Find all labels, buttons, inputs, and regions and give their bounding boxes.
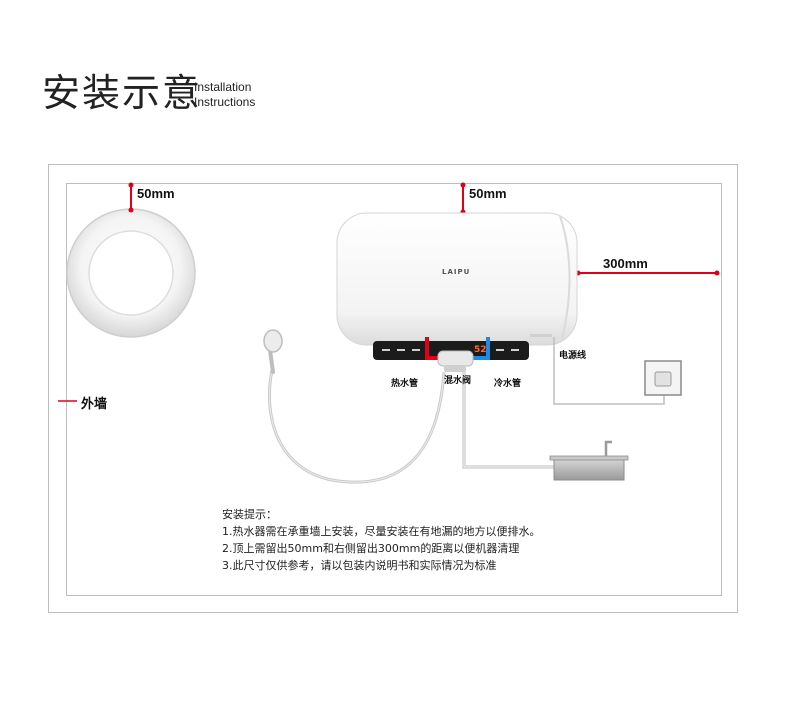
page-title: 安装示意 <box>42 71 203 115</box>
wall-socket <box>644 360 682 396</box>
mirror-clearance-marker <box>128 182 134 213</box>
shower-hose <box>263 329 446 484</box>
page-subtitle: Installation Instructions <box>194 80 255 110</box>
outer-wall-label: 外墙 <box>81 396 108 411</box>
subtitle-line-1: Installation <box>194 80 252 94</box>
diagram-inner-frame <box>66 183 722 596</box>
hot-pipe-label: 热水管 <box>391 379 419 389</box>
cold-pipe-label: 冷水管 <box>494 379 522 389</box>
sink-pipe <box>462 372 555 469</box>
note-item-1: 1.热水器需在承重墙上安装，尽量安装在有地漏的地方以便排水。 <box>222 525 541 538</box>
heater-top-clearance-marker <box>460 182 466 215</box>
round-mirror <box>66 208 196 338</box>
power-cord <box>553 337 665 405</box>
sink <box>549 440 629 481</box>
power-cord-label: 电源线 <box>559 351 587 361</box>
diagram-outer-frame <box>48 164 738 613</box>
note-item-2: 2.顶上需留出50mm和右侧留出300mm的距离以便机器清理 <box>222 542 520 555</box>
note-item-3: 3.此尺寸仅供参考，请以包装内说明书和实际情况为标准 <box>222 559 497 572</box>
installation-notes: 安装提示： 1.热水器需在承重墙上安装，尽量安装在有地漏的地方以便排水。 2.顶… <box>222 506 541 574</box>
mirror-clearance-label: 50mm <box>137 186 175 201</box>
notes-heading: 安装提示： <box>222 508 277 521</box>
water-heater <box>336 212 578 346</box>
heater-right-clearance-marker <box>575 270 720 276</box>
heater-top-clearance-label: 50mm <box>469 186 507 201</box>
heater-pipes <box>425 337 490 372</box>
heater-right-clearance-label: 300mm <box>603 256 648 271</box>
mixing-valve-label: 混水阀 <box>444 376 472 386</box>
brand-logo: LAIPU <box>442 268 471 276</box>
subtitle-line-2: Instructions <box>194 95 256 109</box>
display-readout: 52 <box>474 345 487 355</box>
